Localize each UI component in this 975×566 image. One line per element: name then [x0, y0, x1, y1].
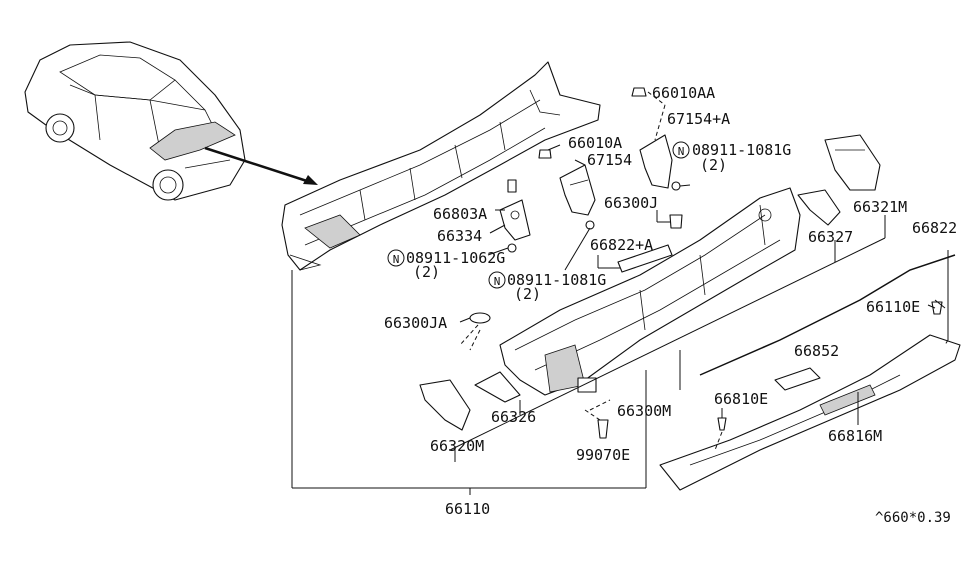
label-66321m: 66321M	[853, 198, 907, 216]
screw-99070e	[597, 419, 609, 439]
nut-08911-1081g-top	[671, 181, 681, 191]
clip-66300ja	[469, 312, 491, 324]
label-66300j: 66300J	[604, 194, 658, 212]
side-panel-66321m	[824, 134, 881, 191]
clip-66803a	[507, 179, 517, 193]
clip-66810e	[717, 417, 727, 431]
label-66326: 66326	[491, 408, 536, 426]
label-08911-1062g-qty: (2)	[413, 263, 440, 281]
label-66010a: 66010A	[568, 134, 622, 152]
seal-66822a	[617, 244, 673, 273]
label-67154a: 67154+A	[667, 110, 730, 128]
label-66816m: 66816M	[828, 427, 882, 445]
label-08911-1081g-top-qty: (2)	[700, 156, 727, 174]
clip-66110e	[931, 301, 943, 315]
label-08911-1081g-mid-qty: (2)	[514, 285, 541, 303]
label-66327: 66327	[808, 228, 853, 246]
label-66334: 66334	[437, 227, 482, 245]
label-08911-1081g-top: 08911-1081G	[692, 141, 791, 159]
nut-symbol-mid: N	[488, 271, 506, 289]
label-99070e: 99070E	[576, 446, 630, 464]
label-66803a: 66803A	[433, 205, 487, 223]
label-08911-1062g: 08911-1062G	[406, 249, 505, 267]
bracket-67154	[559, 164, 596, 216]
label-67154: 67154	[587, 151, 632, 169]
side-panel-66320m	[419, 379, 471, 431]
label-66300m: 66300M	[617, 402, 671, 420]
cover-66852	[774, 367, 821, 391]
label-66300ja: 66300JA	[384, 314, 447, 332]
vehicle-illustration	[24, 41, 246, 201]
nut-symbol-top: N	[672, 141, 690, 159]
label-66010aa: 66010AA	[652, 84, 715, 102]
bracket-66334	[499, 199, 531, 241]
svg-text:N: N	[393, 253, 400, 266]
callout-arrow	[204, 146, 318, 185]
cowl-top-66816m	[659, 334, 961, 491]
label-66822a: 66822+A	[590, 236, 653, 254]
cover-66326	[474, 371, 521, 403]
clip-66300j	[669, 214, 683, 229]
svg-text:N: N	[494, 275, 501, 288]
nut-08911-1081g-mid	[585, 220, 595, 230]
label-66822: 66822	[912, 219, 957, 237]
leader-lines	[291, 91, 949, 495]
label-66320m: 66320M	[430, 437, 484, 455]
reference-code: ^660*0.39	[875, 510, 951, 526]
label-66110: 66110	[445, 500, 490, 518]
bolt-66010a	[538, 149, 552, 159]
label-66810e: 66810E	[714, 390, 768, 408]
label-08911-1081g-mid: 08911-1081G	[507, 271, 606, 289]
bracket-67154a	[639, 134, 673, 189]
svg-text:N: N	[678, 145, 685, 158]
lower-cowl-panel	[499, 187, 801, 396]
label-66852: 66852	[794, 342, 839, 360]
upper-cowl-panel	[281, 61, 601, 271]
nut-symbol-1062g: N	[387, 249, 405, 267]
seal-66822	[699, 254, 956, 376]
bolt-66010aa	[631, 87, 647, 97]
cover-66327	[797, 189, 841, 226]
label-66110e: 66110E	[866, 298, 920, 316]
nut-08911-1062g	[507, 243, 517, 253]
